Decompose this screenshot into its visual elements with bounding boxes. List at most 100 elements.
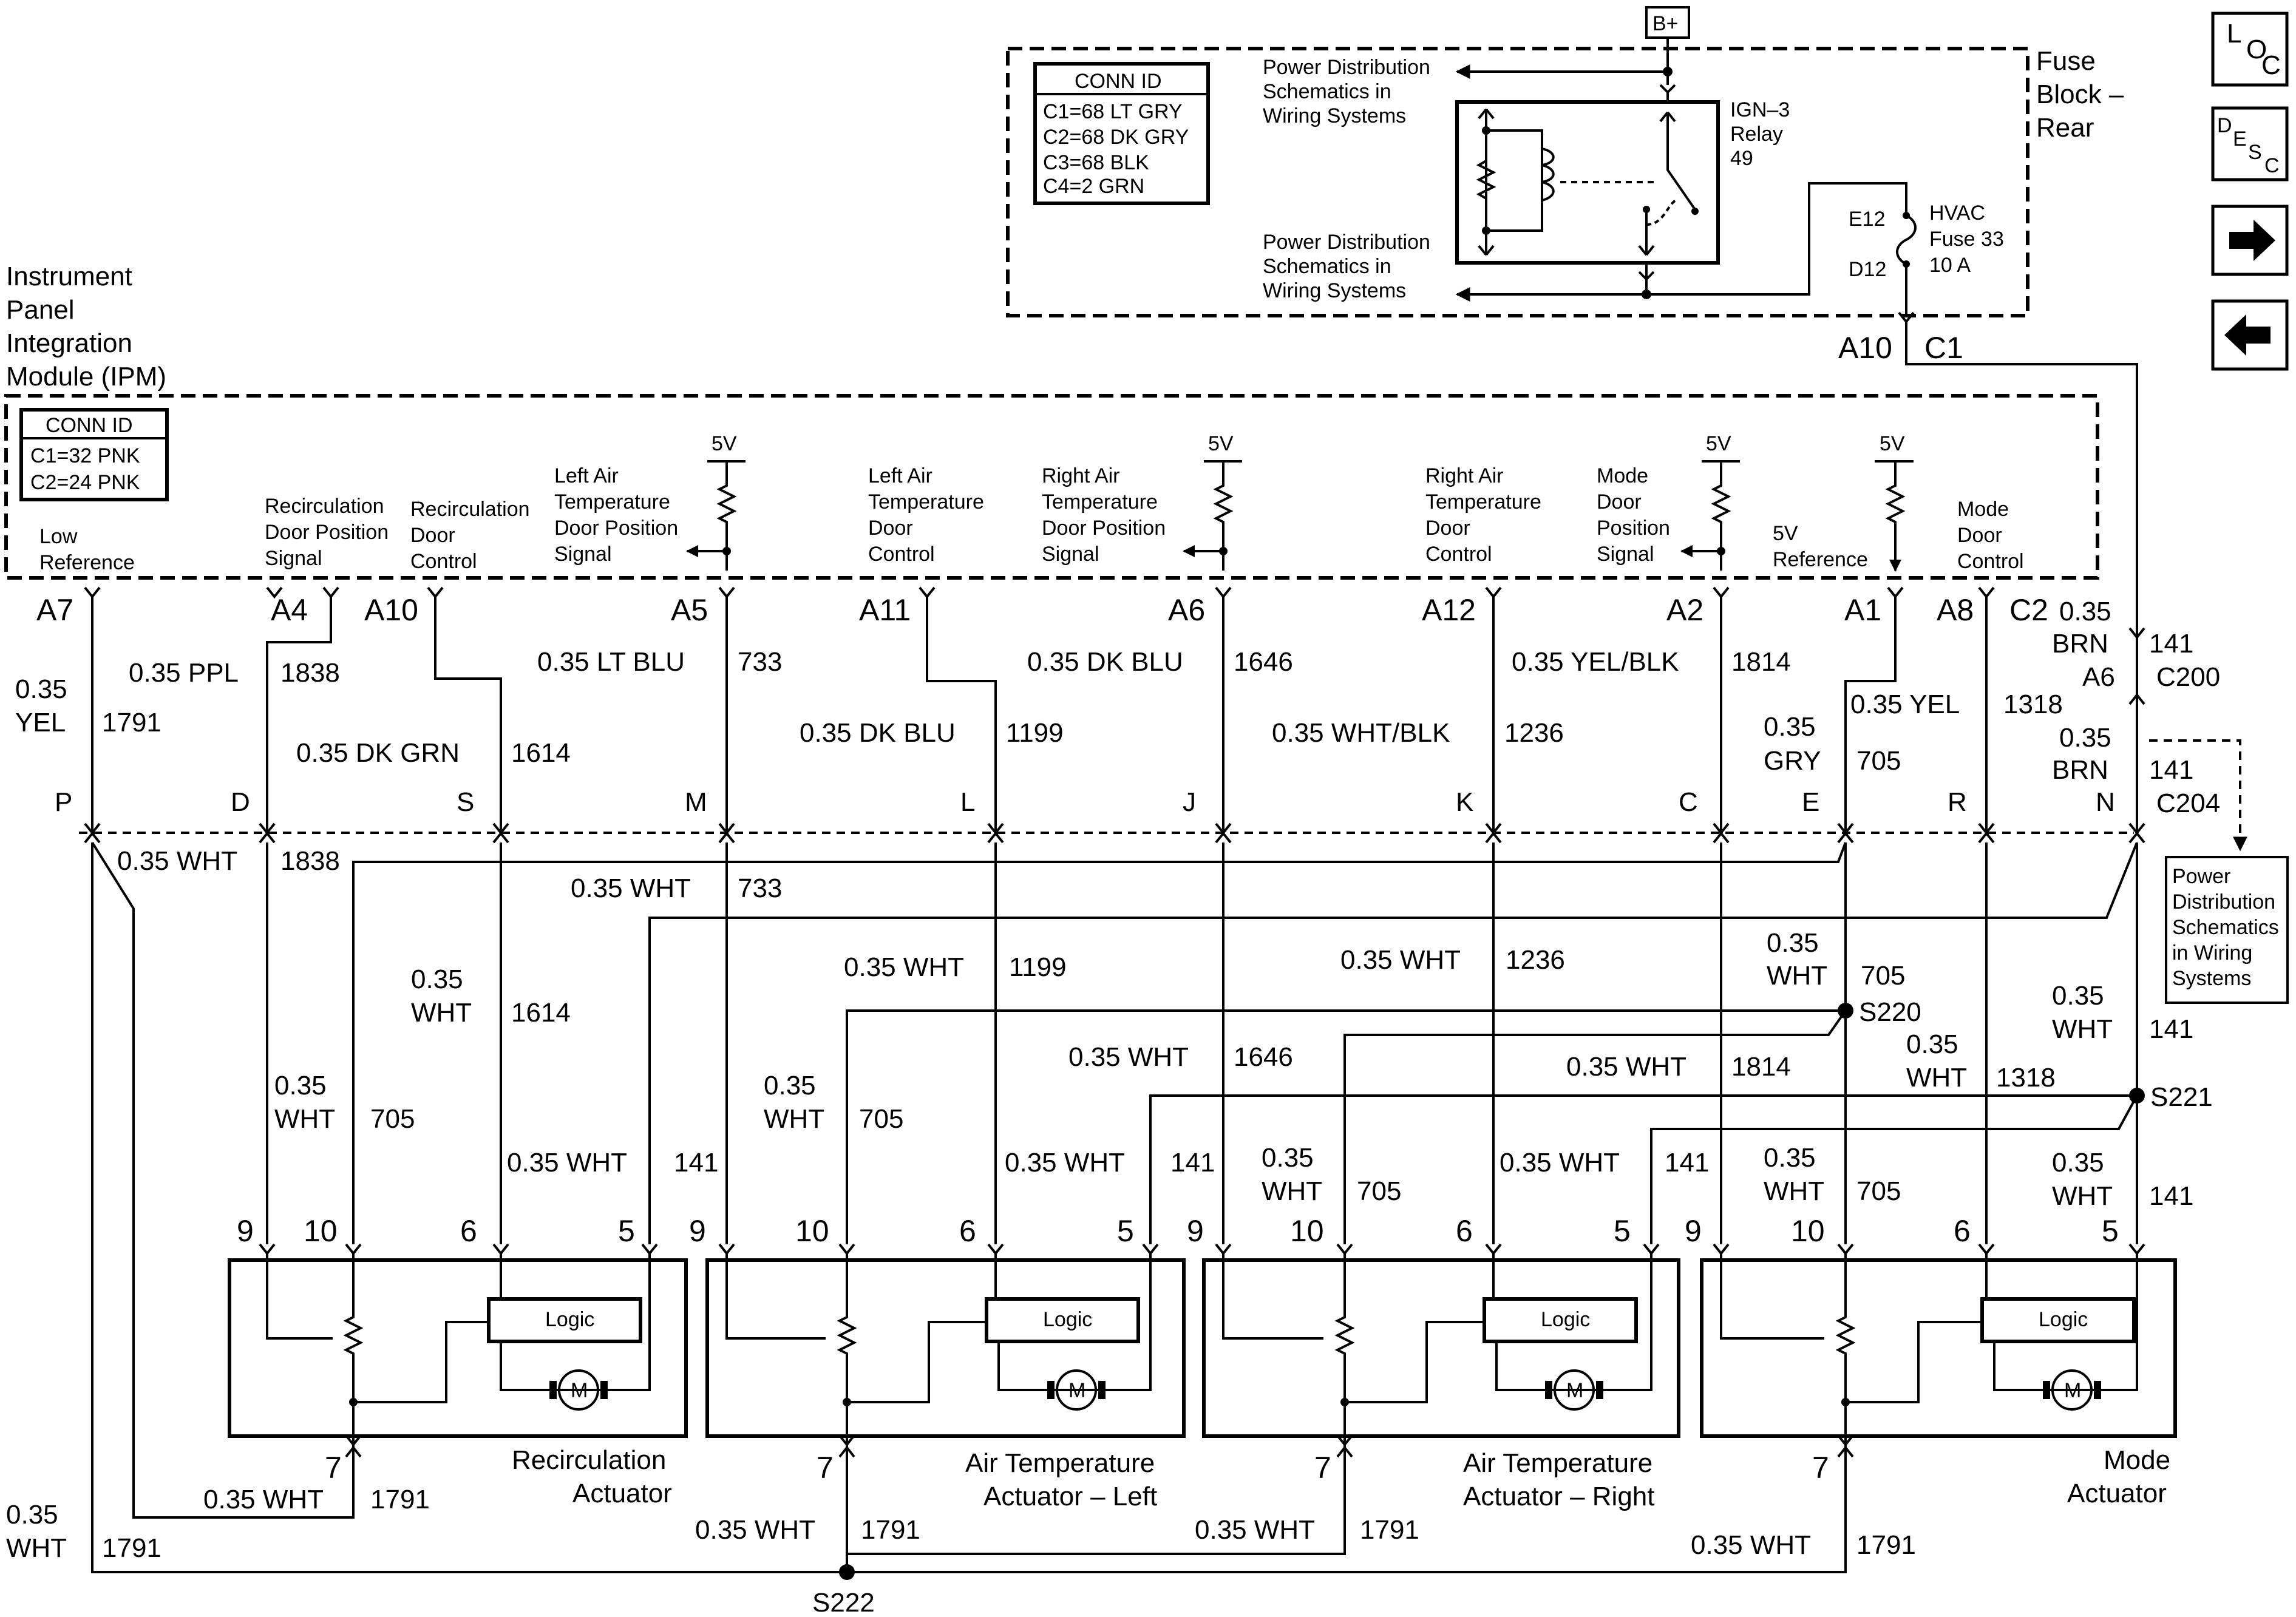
right-pin-10: 10: [1290, 1214, 1324, 1248]
label-right-1791: 0.35 WHT: [1195, 1515, 1315, 1545]
arrow-left-icon: [2224, 314, 2271, 356]
ipm-conn-id-title: CONN ID: [46, 414, 133, 437]
label-c200-pin: A6: [2082, 662, 2115, 692]
ipm-label-left-ctl-3: Door: [868, 517, 913, 540]
ipm-label-left-pos-1: Left Air: [554, 464, 619, 487]
right-pin-6: 6: [1456, 1214, 1473, 1248]
right-pin-7: 7: [1314, 1451, 1331, 1485]
ipm-label-recirc-pos-3: Signal: [265, 547, 322, 570]
desc-letter-e: E: [2233, 127, 2247, 151]
label-141b-size: 0.35: [2059, 723, 2111, 753]
mode-pin-7: 7: [1812, 1451, 1829, 1485]
pds-bottom-label-3: Wiring Systems: [1263, 279, 1406, 302]
fuse-conn-id-2: C2=68 DK GRY: [1043, 126, 1189, 149]
actuator-recirc: Logic M 9 10 6 5 7 Recirculation Actuato…: [228, 1214, 688, 1508]
fuse-label-3: 10 A: [1929, 254, 1971, 277]
relay-resistor: [1476, 160, 1496, 200]
fuse-to-c200-wire: [1905, 322, 2138, 631]
label-mode-705-color: WHT: [1764, 1176, 1824, 1206]
label-mode-705-circuit: 705: [1856, 1176, 1901, 1206]
label-recirc-141-circuit: 141: [674, 1148, 718, 1178]
label-141a-color: BRN: [2052, 629, 2108, 659]
wire-1614-upper: [434, 597, 502, 833]
actuator-recirc-name-2: Actuator: [572, 1479, 672, 1508]
label-1814-wht-circuit: 1814: [1731, 1052, 1791, 1082]
actuator-right-name-1: Air Temperature: [1463, 1448, 1652, 1478]
label-1199-wht-circuit: 1199: [1009, 952, 1067, 982]
right-pin-9: 9: [1187, 1214, 1204, 1248]
mode-pin-9: 9: [1685, 1214, 1702, 1248]
ipm-label-ref5v-1: 5V: [1773, 522, 1798, 545]
actuator-left-motor: M: [1068, 1379, 1085, 1402]
c200-connector: [2128, 627, 2145, 640]
relay-label-2: Relay: [1730, 123, 1783, 146]
pds-top-label-2: Schematics in: [1263, 80, 1391, 103]
loc-letter-l: L: [2227, 19, 2241, 49]
ipm-label-mode-pos-2: Door: [1597, 490, 1642, 514]
arrow-right-icon: [2229, 220, 2275, 261]
c204-pin-e: E: [1802, 787, 1819, 817]
pullup-a2-5v: 5V: [1706, 432, 1731, 455]
ipm-pin-c2: C2: [2009, 593, 2048, 627]
label-left-705-size: 0.35: [764, 1071, 816, 1100]
loc-letter-o: O: [2246, 35, 2267, 64]
label-1838-wht: 0.35 WHT: [117, 846, 237, 876]
ipm-label-left-ctl-1: Left Air: [868, 464, 932, 487]
fuse-pin-d12: D12: [1849, 258, 1886, 281]
actuator-left: Logic M 9 10 6 5 7 Air Temperature Actua…: [689, 1214, 1186, 1511]
mode-pin-10: 10: [1791, 1214, 1825, 1248]
wires-upper: [91, 597, 2138, 833]
ipm-label-left-ctl-4: Control: [868, 543, 935, 566]
actuator-left-logic: Logic: [1043, 1308, 1092, 1331]
next-button[interactable]: [2211, 205, 2289, 276]
fuse-feed-wire: [1646, 182, 1907, 296]
label-733-color: 0.35 LT BLU: [537, 647, 685, 677]
label-c204-conn: C204: [2156, 788, 2220, 818]
label-1646-wht-circuit: 1646: [1234, 1042, 1293, 1072]
label-1199-wht: 0.35 WHT: [844, 952, 964, 982]
ipm-label-mode-ctl-2: Door: [1957, 524, 2002, 547]
wire-705-upper: [1844, 597, 1897, 833]
pullup-a1-5v: 5V: [1880, 432, 1905, 455]
label-left-1791-circuit: 1791: [861, 1515, 920, 1545]
left-pin-6: 6: [959, 1214, 976, 1248]
actuator-left-box: [705, 1258, 1186, 1438]
desc-button[interactable]: D E S C: [2211, 106, 2289, 181]
label-1236-circuit: 1236: [1504, 718, 1564, 748]
label-s220: S220: [1859, 997, 1921, 1027]
ipm-pin-a12: A12: [1422, 593, 1476, 627]
label-1318-wht-color: WHT: [1906, 1063, 1967, 1093]
loc-button[interactable]: L O C: [2211, 12, 2289, 87]
c204-pin-markers: [84, 822, 2145, 844]
ipm-label-right-ctl-1: Right Air: [1425, 464, 1504, 487]
fuse-conn-id-box: [1033, 62, 1210, 205]
recirc-pin-6: 6: [460, 1214, 477, 1248]
ipm-label-left-pos-2: Temperature: [554, 490, 670, 514]
label-1614-color: 0.35 DK GRN: [296, 738, 460, 768]
ign3-relay-box: [1455, 100, 1720, 265]
ipm-title-2: Panel: [6, 295, 75, 325]
label-1646-wht: 0.35 WHT: [1068, 1042, 1189, 1072]
hvac-fuse-symbol: [1896, 214, 1917, 265]
pds-bottom-label-2: Schematics in: [1263, 255, 1391, 278]
relay-label-1: IGN–3: [1730, 98, 1790, 121]
battery-label: B+: [1652, 12, 1679, 35]
prev-button[interactable]: [2211, 299, 2289, 371]
pds-right-3: Schematics: [2172, 916, 2279, 939]
c204-pin-p: P: [55, 787, 72, 817]
label-1614-wht-color: WHT: [411, 998, 472, 1028]
actuator-recirc-logic: Logic: [545, 1308, 594, 1331]
desc-letter-d: D: [2217, 114, 2232, 137]
ipm-label-right-pos-1: Right Air: [1042, 464, 1120, 487]
label-705-wht-color: WHT: [1767, 961, 1827, 991]
label-right-705-size: 0.35: [1262, 1143, 1314, 1173]
label-1236-wht-circuit: 1236: [1506, 945, 1565, 975]
label-1318-wht-size: 0.35: [1906, 1029, 1958, 1059]
recirc-pin-9: 9: [237, 1214, 254, 1248]
ipm-title-3: Integration: [6, 328, 132, 358]
fuse-label-2: Fuse 33: [1929, 228, 2004, 251]
wires-lower: [91, 841, 2145, 1580]
ipm-label-recirc-ctl-1: Recirculation: [410, 498, 530, 521]
label-1814-circuit: 1814: [1731, 647, 1791, 677]
